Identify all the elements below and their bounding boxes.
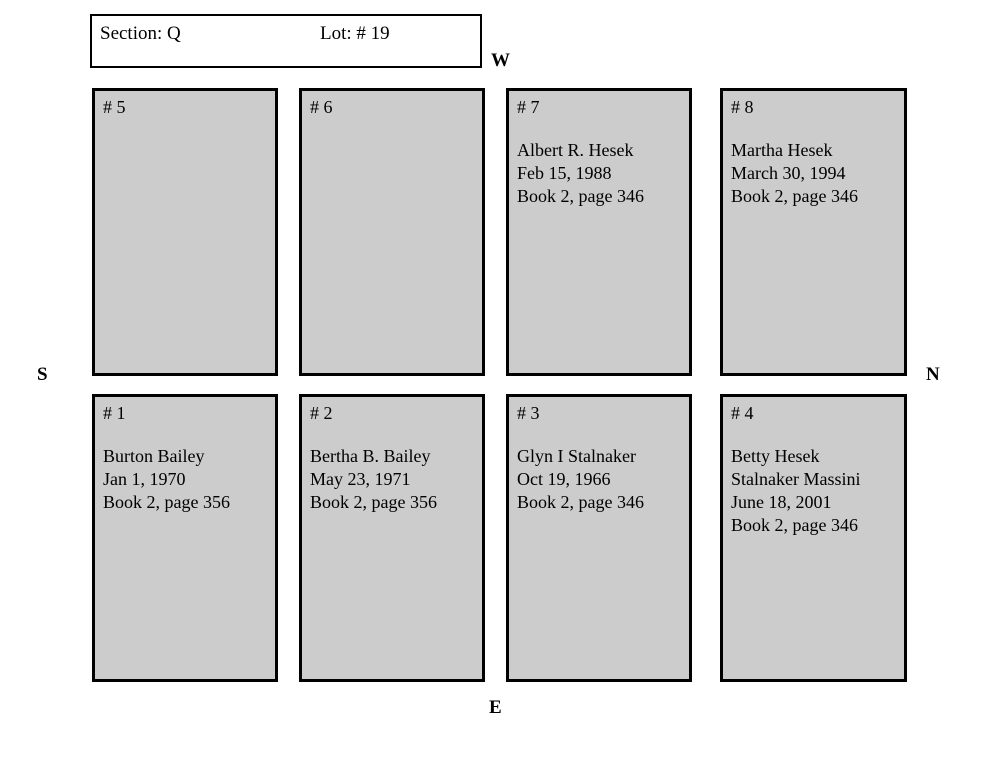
plot-detail-line: Stalnaker Massini: [731, 469, 861, 489]
plot-number: # 4: [731, 403, 754, 423]
plot-detail-line: May 23, 1971: [310, 469, 411, 489]
plot-number: # 5: [103, 97, 126, 117]
plot-detail-line: June 18, 2001: [731, 492, 832, 512]
plot-number: # 8: [731, 97, 754, 117]
compass-label-east: E: [489, 697, 502, 718]
plot-detail-line: Betty Hesek: [731, 446, 820, 466]
plot-detail-line: Jan 1, 1970: [103, 469, 186, 489]
plot-detail-line: Book 2, page 346: [517, 186, 644, 206]
plot-detail-line: Albert R. Hesek: [517, 140, 634, 160]
plot-detail-line: Book 2, page 356: [310, 492, 437, 512]
plot-detail-line: Book 2, page 346: [731, 515, 858, 535]
lot-label: Lot: # 19: [320, 23, 390, 44]
compass-label-west: W: [491, 50, 510, 71]
plot-detail-line: Book 2, page 356: [103, 492, 230, 512]
plot-detail-line: Feb 15, 1988: [517, 163, 612, 183]
plot-detail-line: Book 2, page 346: [731, 186, 858, 206]
plot-number: # 3: [517, 403, 540, 423]
plot-cell[interactable]: # 6: [299, 88, 485, 376]
plot-number: # 7: [517, 97, 540, 117]
plot-detail-line: Burton Bailey: [103, 446, 205, 466]
plot-number: # 2: [310, 403, 333, 423]
compass-label-north: N: [926, 364, 940, 385]
plot-cell[interactable]: # 5: [92, 88, 278, 376]
plot-number: # 6: [310, 97, 333, 117]
plot-detail-line: March 30, 1994: [731, 163, 846, 183]
plot-number: # 1: [103, 403, 126, 423]
compass-label-south: S: [37, 364, 48, 385]
plot-detail-line: Book 2, page 346: [517, 492, 644, 512]
plot-detail-line: Bertha B. Bailey: [310, 446, 431, 466]
plot-detail-line: Glyn I Stalnaker: [517, 446, 636, 466]
plot-detail-line: Oct 19, 1966: [517, 469, 611, 489]
section-label: Section: Q: [100, 23, 181, 44]
plot-detail-line: Martha Hesek: [731, 140, 833, 160]
section-lot-header-box: Section: Q Lot: # 19: [90, 14, 482, 68]
